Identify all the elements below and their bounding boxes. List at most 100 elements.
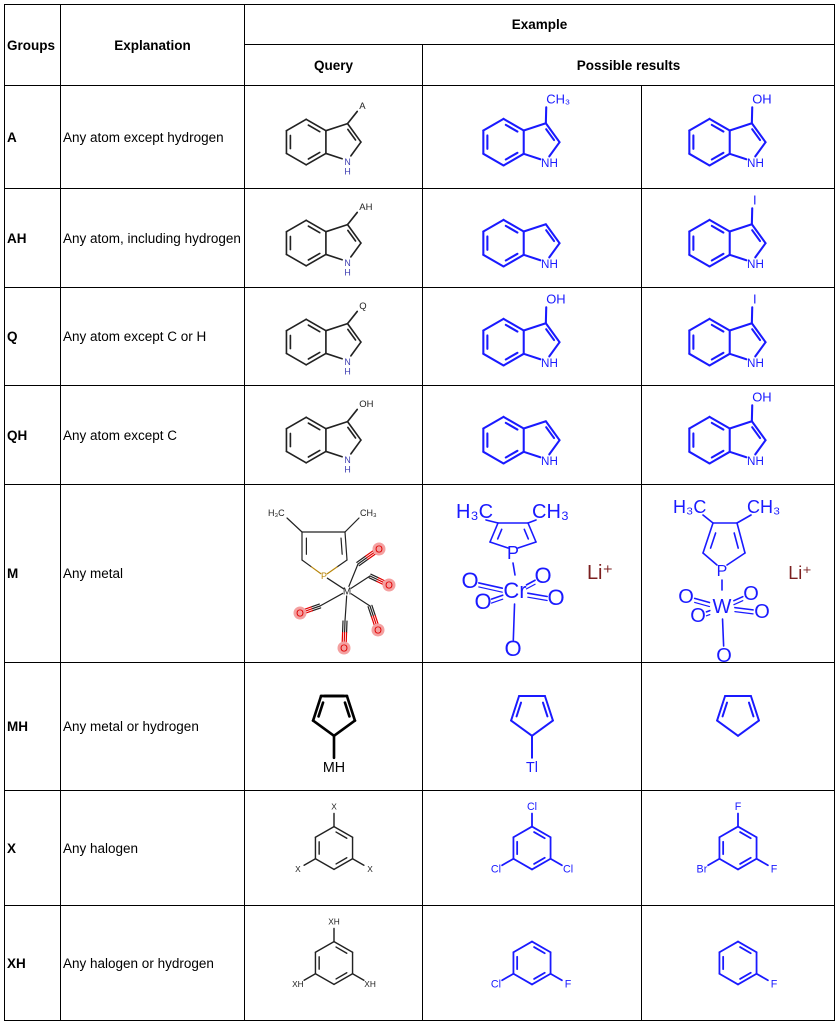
group-cell: M (4, 484, 61, 663)
bond (502, 450, 525, 465)
halogen-label: XH (292, 979, 304, 989)
bond (512, 972, 533, 986)
bond (369, 605, 374, 617)
bond (370, 573, 380, 579)
halogen-label: F (735, 801, 742, 813)
bond (533, 971, 546, 980)
bond (739, 856, 752, 865)
substituent-label: MH (322, 760, 344, 776)
phosphorus-label: P (507, 543, 519, 563)
bond (302, 858, 316, 866)
bond (737, 719, 760, 737)
bond (694, 601, 711, 608)
halogen-label: XH (364, 979, 376, 989)
bond (496, 528, 503, 540)
bond (349, 340, 362, 357)
bond (336, 559, 348, 568)
indole-structure: NH I (688, 293, 767, 369)
group-cell: MH (4, 662, 61, 791)
nh-label: NH (747, 356, 764, 369)
bond (512, 562, 516, 576)
bond (311, 694, 322, 722)
bond (346, 223, 362, 244)
bond (478, 586, 503, 593)
bond (688, 317, 711, 332)
bond (310, 603, 320, 608)
bond (728, 152, 748, 161)
oxygen-label: O (461, 568, 478, 593)
metal-label: M (343, 587, 351, 598)
halogen-label: F (565, 979, 572, 991)
bond (512, 857, 533, 871)
bond (346, 328, 356, 341)
halogen-label: Cl (563, 864, 573, 876)
bond (285, 152, 307, 166)
bond (710, 252, 725, 262)
bond (502, 152, 525, 167)
bond (348, 563, 359, 587)
bond (310, 566, 322, 575)
oxygen-highlight (382, 578, 396, 592)
substituent-label: I (753, 293, 757, 306)
phosphorus-label: P (321, 571, 327, 581)
bond (705, 613, 711, 617)
bond (307, 151, 321, 160)
nh-label: NH (541, 258, 558, 271)
indole-structure: NHQ (285, 301, 366, 376)
bond (688, 152, 711, 167)
bond (522, 321, 547, 332)
oxygen-label: O (547, 585, 564, 610)
bond (286, 517, 303, 533)
bond (721, 701, 729, 717)
bond (527, 596, 548, 602)
bond (549, 857, 563, 867)
group-cell: AH (4, 188, 61, 288)
halogen-label: Cl (491, 979, 501, 991)
bond (702, 552, 718, 566)
halogen-label: Cl (491, 864, 501, 876)
nh-label: NH (541, 356, 558, 369)
header-query: Query (244, 44, 423, 86)
bond (350, 575, 371, 589)
bond (705, 609, 711, 613)
methyl-label: CH₃ (532, 501, 569, 523)
bond (718, 940, 739, 954)
methyl-label: CH₃ (360, 508, 377, 518)
bond (750, 223, 767, 245)
nitrogen-label: N (344, 455, 350, 465)
bond (502, 253, 525, 268)
bond (489, 522, 499, 543)
bond (482, 317, 505, 332)
bond (510, 694, 521, 722)
oxygen-highlight (372, 542, 386, 556)
bond (718, 825, 739, 839)
cyclopentadiene-structure: Tl (510, 694, 554, 776)
bond (504, 449, 519, 459)
bond (369, 575, 379, 581)
bond (545, 426, 556, 440)
bond (343, 700, 351, 718)
bond (728, 352, 748, 360)
bond (751, 426, 762, 440)
nitrogen-label: N (344, 356, 350, 366)
result-structure-cell (641, 662, 835, 791)
bond (482, 352, 505, 367)
bond (346, 310, 358, 324)
bond (737, 825, 758, 839)
bond (693, 597, 711, 604)
bond (709, 532, 717, 549)
bond (728, 450, 748, 459)
bond (750, 321, 767, 343)
bond (688, 218, 711, 233)
bond (702, 514, 714, 524)
bond (285, 317, 307, 331)
bond (351, 973, 365, 981)
explanation-cell: Any atom except C or H (60, 287, 245, 386)
